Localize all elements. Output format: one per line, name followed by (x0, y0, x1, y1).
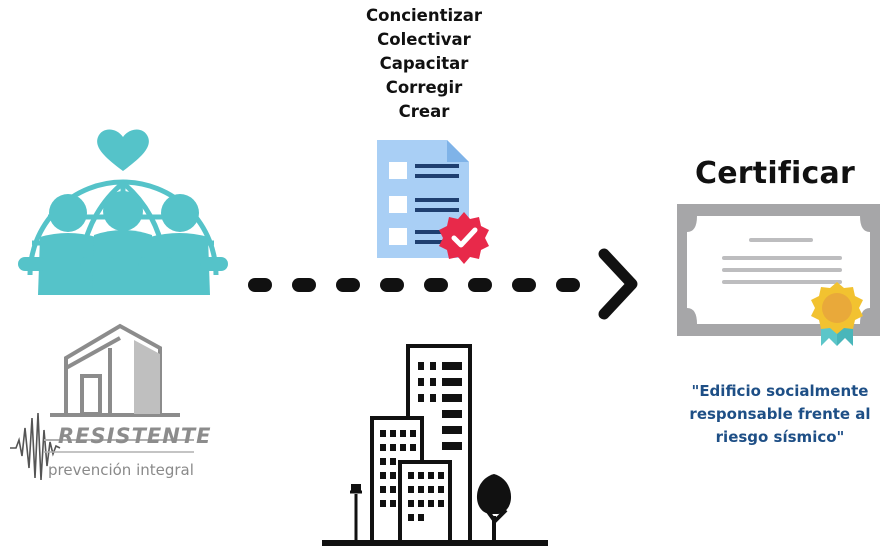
certificate-quote: "Edificio socialmente responsable frente… (680, 380, 880, 449)
step-3: Capacitar (379, 54, 469, 73)
community-globe-icon (18, 129, 228, 296)
dotted-arrow-icon (248, 248, 638, 320)
checklist-document-icon (377, 140, 489, 264)
city-buildings-icon (322, 344, 548, 546)
certificate-title: Certificar (695, 156, 855, 191)
quote-line-1: "Edificio socialmente (691, 382, 869, 400)
logo-tagline: prevención integral (48, 461, 194, 479)
step-1: Concientizar (366, 6, 482, 25)
resistente-logo-icon (10, 323, 194, 481)
quote-line-3: riesgo sísmico" (715, 428, 845, 446)
step-4: Corregir (385, 78, 463, 97)
quote-line-2: responsable frente al (689, 405, 871, 423)
certificate-icon (677, 204, 880, 346)
logo-name: RESISTENTE (58, 424, 212, 448)
steps-list: Concientizar Colectivar Capacitar Correg… (330, 4, 518, 124)
step-5: Crear (398, 102, 450, 121)
step-2: Colectivar (377, 30, 471, 49)
